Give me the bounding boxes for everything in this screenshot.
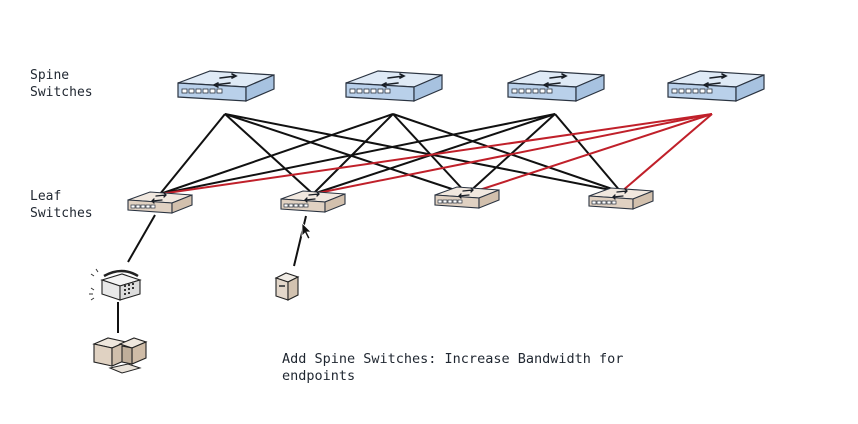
spine-switches-label: Spine Switches xyxy=(30,68,93,100)
link xyxy=(159,113,394,195)
server-icon[interactable] xyxy=(274,272,300,301)
link xyxy=(554,113,622,193)
link xyxy=(293,215,307,267)
leaf-switch-4[interactable] xyxy=(588,187,654,210)
leaf-switch-3[interactable] xyxy=(434,186,500,209)
spine-switch-3[interactable] xyxy=(507,70,605,102)
link xyxy=(466,113,713,195)
spine-switch-4[interactable] xyxy=(667,70,765,102)
link xyxy=(224,113,622,193)
existing-links xyxy=(159,113,622,195)
link xyxy=(312,113,713,195)
spine-switch-1[interactable] xyxy=(177,70,275,102)
endpoint-links xyxy=(117,214,307,333)
link xyxy=(159,113,556,195)
link xyxy=(224,113,468,195)
workstation-icon[interactable] xyxy=(92,337,148,374)
diagram-caption: Add Spine Switches: Increase Bandwidth f… xyxy=(282,351,624,384)
link xyxy=(159,113,713,195)
new-spine-links xyxy=(159,113,713,195)
link xyxy=(159,113,226,195)
leaf-switches-label: Leaf Switches xyxy=(30,189,93,221)
mouse-cursor-icon xyxy=(301,222,312,240)
link xyxy=(127,214,156,263)
link xyxy=(620,113,713,193)
phone-icon[interactable] xyxy=(89,268,142,301)
leaf-switch-2[interactable] xyxy=(280,190,346,213)
spine-switch-2[interactable] xyxy=(345,70,443,102)
link xyxy=(392,113,622,193)
link xyxy=(224,113,314,195)
